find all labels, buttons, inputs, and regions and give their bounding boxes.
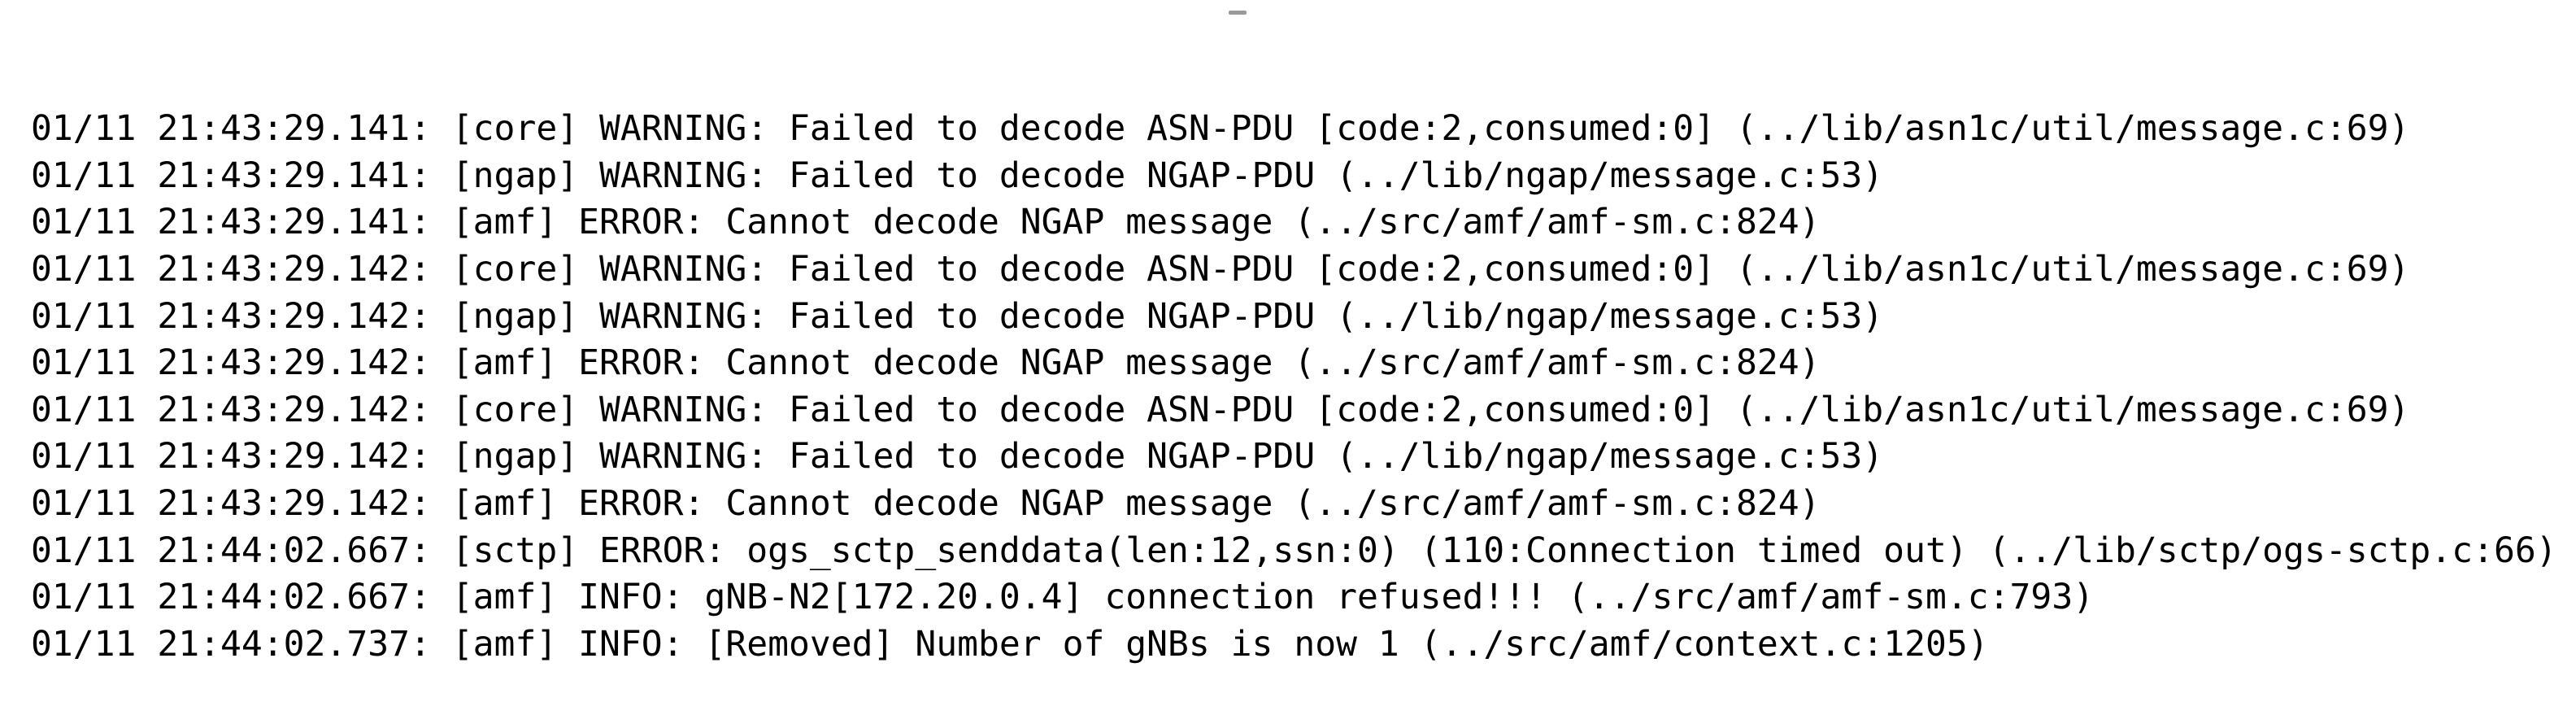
log-level: INFO: [557,577,684,618]
log-timestamp: 01/11 21:43:29.142: [31,436,431,477]
log-line: 01/11 21:43:29.141: [amf] ERROR: Cannot … [31,199,2576,246]
log-message: gNB-N2[172.20.0.4] connection refused!!! [683,577,1547,618]
log-message: [Removed] Number of gNBs is now 1 [683,623,1399,665]
log-line: 01/11 21:43:29.142: [ngap] WARNING: Fail… [31,294,2576,341]
log-message: Failed to decode NGAP-PDU [768,436,1316,477]
log-component-tag: [amf] [430,202,558,243]
log-source-location: (../lib/sctp/ogs-sctp.c:66) [1967,530,2557,571]
log-level: ERROR: [578,530,726,571]
terminal-log-view: 01/11 21:43:29.141: [core] WARNING: Fail… [31,108,2557,665]
log-line: 01/11 21:44:02.737: [amf] INFO: [Removed… [31,621,2576,669]
log-timestamp: 01/11 21:43:29.142: [31,482,431,524]
log-source-location: (../src/amf/amf-sm.c:824) [1273,482,1821,524]
log-line: 01/11 21:44:02.667: [sctp] ERROR: ogs_sc… [31,528,2576,575]
log-message: Cannot decode NGAP message [704,342,1273,384]
log-line: 01/11 21:43:29.142: [ngap] WARNING: Fail… [31,434,2576,481]
log-source-location: (../lib/asn1c/util/message.c:69) [1715,108,2410,150]
log-source-location: (../src/amf/amf-sm.c:824) [1273,342,1821,384]
log-component-tag: [amf] [430,577,558,618]
log-level: WARNING: [578,248,768,290]
log-source-location: (../lib/asn1c/util/message.c:69) [1715,248,2410,290]
log-message: Failed to decode NGAP-PDU [768,295,1316,337]
log-level: ERROR: [557,342,705,384]
log-timestamp: 01/11 21:43:29.142: [31,342,431,384]
log-level: WARNING: [578,436,768,477]
log-message: Failed to decode NGAP-PDU [768,155,1316,196]
log-message: Failed to decode ASN-PDU [code:2,consume… [768,248,1716,290]
log-message: Failed to decode ASN-PDU [code:2,consume… [768,389,1716,430]
log-level: WARNING: [578,155,768,196]
log-timestamp: 01/11 21:43:29.141: [31,108,431,150]
window-edge-artifact [1229,11,1247,15]
log-component-tag: [amf] [430,482,558,524]
log-timestamp: 01/11 21:43:29.142: [31,248,431,290]
log-component-tag: [ngap] [430,436,579,477]
log-line: 01/11 21:43:29.142: [amf] ERROR: Cannot … [31,340,2576,387]
log-component-tag: [amf] [430,623,558,665]
log-component-tag: [core] [430,108,579,150]
log-component-tag: [ngap] [430,295,579,337]
log-line: 01/11 21:43:29.141: [core] WARNING: Fail… [31,106,2576,153]
log-component-tag: [sctp] [430,530,579,571]
log-message: Failed to decode ASN-PDU [code:2,consume… [768,108,1716,150]
log-message: Cannot decode NGAP message [704,482,1273,524]
log-lines: 01/11 21:43:29.141: [core] WARNING: Fail… [31,106,2576,668]
log-message: ogs_sctp_senddata(len:12,ssn:0) (110:Con… [725,530,1968,571]
log-component-tag: [core] [430,248,579,290]
log-source-location: (../src/amf/context.c:1205) [1399,623,1989,665]
log-level: ERROR: [557,482,705,524]
log-source-location: (../src/amf/amf-sm.c:793) [1547,577,2095,618]
log-level: WARNING: [578,295,768,337]
log-source-location: (../lib/asn1c/util/message.c:69) [1715,389,2410,430]
log-timestamp: 01/11 21:43:29.141: [31,155,431,196]
log-timestamp: 01/11 21:43:29.142: [31,295,431,337]
log-line: 01/11 21:43:29.141: [ngap] WARNING: Fail… [31,153,2576,200]
log-timestamp: 01/11 21:44:02.667: [31,530,431,571]
log-component-tag: [amf] [430,342,558,384]
log-source-location: (../lib/ngap/message.c:53) [1315,436,1884,477]
log-level: WARNING: [578,389,768,430]
log-timestamp: 01/11 21:43:29.142: [31,389,431,430]
log-source-location: (../lib/ngap/message.c:53) [1315,295,1884,337]
log-line: 01/11 21:43:29.142: [core] WARNING: Fail… [31,246,2576,294]
log-line: 01/11 21:43:29.142: [amf] ERROR: Cannot … [31,481,2576,528]
log-source-location: (../lib/ngap/message.c:53) [1315,155,1884,196]
log-message: Cannot decode NGAP message [704,202,1273,243]
log-line: 01/11 21:43:29.142: [core] WARNING: Fail… [31,387,2576,434]
log-component-tag: [core] [430,389,579,430]
log-source-location: (../src/amf/amf-sm.c:824) [1273,202,1821,243]
log-component-tag: [ngap] [430,155,579,196]
log-timestamp: 01/11 21:44:02.667: [31,577,431,618]
log-line: 01/11 21:44:02.667: [amf] INFO: gNB-N2[1… [31,574,2576,621]
log-timestamp: 01/11 21:43:29.141: [31,202,431,243]
log-level: INFO: [557,623,684,665]
log-level: WARNING: [578,108,768,150]
log-level: ERROR: [557,202,705,243]
log-timestamp: 01/11 21:44:02.737: [31,623,431,665]
